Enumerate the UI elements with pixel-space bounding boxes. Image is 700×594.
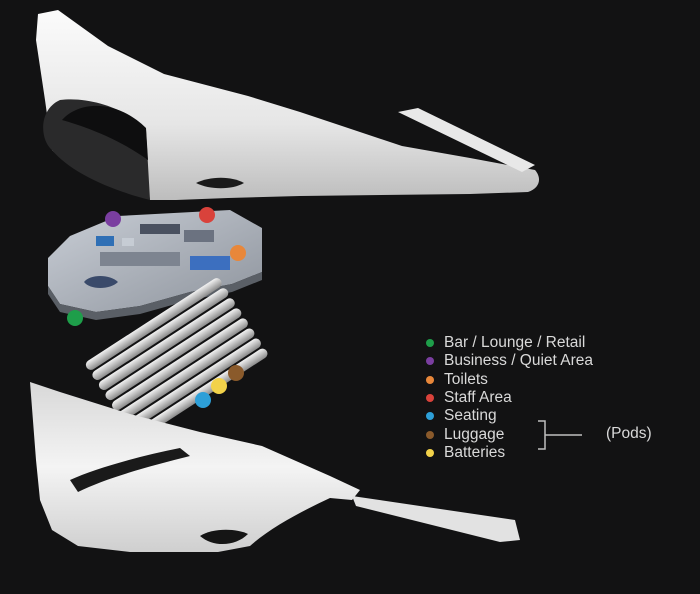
legend-label-bar: Bar / Lounge / Retail [444,334,586,351]
legend-dot-batteries [426,449,434,457]
legend-label-staff: Staff Area [444,389,512,406]
legend-dot-staff [426,394,434,402]
business-marker [105,211,121,227]
legend-dot-business [426,357,434,365]
legend-dot-seating [426,412,434,420]
bar-marker [67,310,83,326]
pods-label: (Pods) [606,425,652,442]
batteries-marker [211,378,227,394]
staff-marker [199,207,215,223]
legend-label-seating: Seating [444,407,497,424]
legend-label-toilets: Toilets [444,371,488,388]
legend-label-batteries: Batteries [444,444,506,461]
legend-label-business: Business / Quiet Area [444,352,594,369]
luggage-marker [228,365,244,381]
seating-marker [195,392,211,408]
lower-wing-shell [30,382,520,552]
upper-wing-shell [36,10,540,200]
legend-dot-toilets [426,376,434,384]
pods-bracket [538,420,582,450]
legend-dot-bar [426,339,434,347]
legend-dot-luggage [426,431,434,439]
toilets-marker [230,245,246,261]
legend-label-luggage: Luggage [444,426,505,443]
